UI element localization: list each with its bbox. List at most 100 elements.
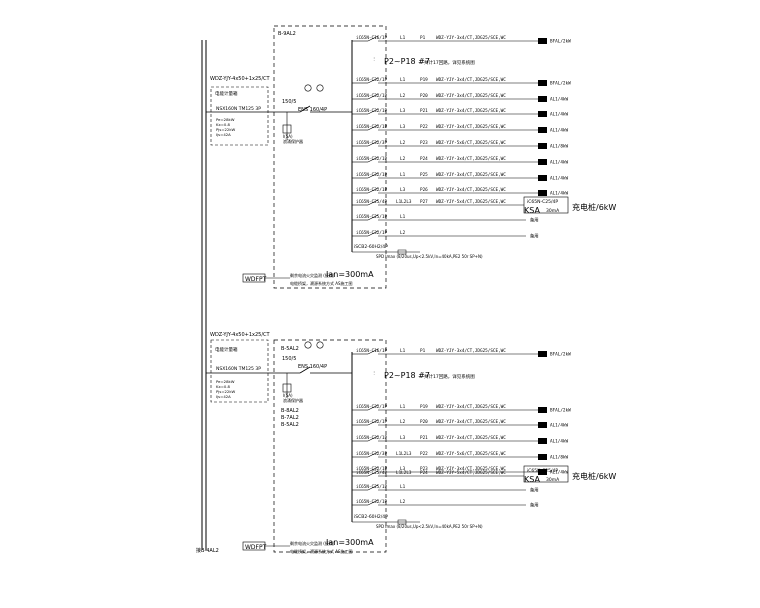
feeder-phase: L3 bbox=[400, 187, 406, 193]
load-block-icon bbox=[538, 422, 547, 428]
feeder-load: BFAL/2kW bbox=[550, 352, 571, 358]
feeder-cable: WDZ-YJY-3x4/CT,JDG25/SCE,WC bbox=[436, 108, 506, 114]
breaker-blade bbox=[367, 172, 379, 179]
feeder-cable: WDZ-YJY-3x4/CT,JDG25/SCE,WC bbox=[436, 187, 506, 193]
panel-2-fire-text2: 电缆桥架，溯源系统方式 AS施工图 bbox=[290, 548, 353, 554]
panel-2-enclosure bbox=[273, 339, 387, 553]
breaker-blade bbox=[367, 77, 379, 84]
breaker-blade bbox=[367, 230, 379, 237]
feeder-phase: L1L2L3 bbox=[396, 470, 412, 476]
panel-2-ct-short: I(5A) bbox=[283, 393, 293, 398]
feeder-circuit: P19 bbox=[420, 404, 428, 410]
panel-2-ksa-breaker: iC65N-C25/4P bbox=[527, 468, 558, 474]
feeder-load: AL1/4kW bbox=[550, 176, 569, 182]
feeder-cable: WDZ-YJY-3x4/CT,JDG25/SCE,WC bbox=[436, 466, 506, 472]
panel-2-spec-0: Pe=28kW bbox=[216, 379, 235, 384]
panel-1-main-switch: ENS 160/4P bbox=[298, 107, 327, 113]
feeder-circuit: P1 bbox=[420, 348, 426, 354]
feeder-circuit: P26 bbox=[420, 187, 428, 193]
feeder-circuit: P25 bbox=[420, 172, 428, 178]
feeder-breaker: iC65N-C32/1P bbox=[356, 187, 387, 193]
panel-2-spd-breaker: iSCB2-60H2/4P bbox=[354, 514, 388, 520]
feeder-load: 备用 bbox=[530, 217, 539, 224]
breaker-blade bbox=[367, 199, 379, 206]
breaker-blade bbox=[367, 470, 379, 477]
panel-1-meter-box bbox=[210, 86, 269, 146]
feeder-circuit: P22 bbox=[420, 451, 428, 457]
panel-1-box-label: B-9AL2 bbox=[278, 31, 296, 37]
feeder-phase: L3 bbox=[400, 466, 406, 472]
panel-1-incoming-breaker: NSX160N TM125 3P bbox=[216, 106, 261, 112]
load-block-icon bbox=[538, 80, 547, 86]
feeder-circuit: P20 bbox=[420, 419, 428, 425]
feeder-phase: L2 bbox=[400, 140, 406, 146]
feeder-load: BFAL/2kW bbox=[550, 39, 571, 45]
feeder-circuit: P23 bbox=[420, 140, 428, 146]
panel-1-fire-text2: 电缆桥架，溯源系统方式 AS施工图 bbox=[290, 280, 353, 286]
panel-1-spec-1: Kx=0.8 bbox=[216, 122, 231, 127]
panel-1-ksa-rcd: 30mA bbox=[546, 208, 560, 214]
panel-2-cable-in: WDZ-YJY-4x50+1x25/CT bbox=[210, 332, 271, 338]
panel-1-meter-box-label: 电能计量箱 bbox=[215, 90, 238, 97]
load-block-icon bbox=[538, 96, 547, 102]
panel-2-ct-ratio: 150/5 bbox=[282, 356, 296, 362]
panel-2-ksa-rcd: 30mA bbox=[546, 477, 560, 483]
breaker-blade bbox=[367, 466, 379, 473]
feeder-cable: WDZ-YJY-3x4/CT,JDG25/SCE,WC bbox=[436, 156, 506, 162]
feeder-phase: L2 bbox=[400, 93, 406, 99]
panel-2-spec-3: Ijs=42A bbox=[216, 394, 231, 399]
load-block-icon bbox=[538, 38, 547, 44]
feeder-phase: L1 bbox=[400, 77, 406, 83]
feeder-breaker: iC65N-C32/1P bbox=[356, 77, 387, 83]
feeder-cable: WDZ-YJY-5x4/CT,JDG25/SCE,WC bbox=[436, 199, 506, 205]
breaker-blade bbox=[367, 124, 379, 131]
panel-2-ammeter-icon bbox=[304, 341, 312, 349]
feeder-load: BFAL/2kW bbox=[550, 408, 571, 414]
feeder-phase: L1 bbox=[400, 404, 406, 410]
panel-1-ksa-breaker: iC65N-C25/4P bbox=[527, 199, 558, 205]
breaker-blade bbox=[367, 435, 379, 442]
feeder-cable: WDZ-YJY-5x6/CT,JDG25/SCE,WC bbox=[436, 140, 506, 146]
breaker-blade bbox=[367, 108, 379, 115]
feeder-circuit: P19 bbox=[420, 77, 428, 83]
feeder-cable: WDZ-YJY-3x4/CT,JDG25/SCE,WC bbox=[436, 419, 506, 425]
panel-2-ksa-label: KSA bbox=[524, 475, 540, 484]
load-block-icon bbox=[538, 159, 547, 165]
load-block-icon bbox=[538, 111, 547, 117]
feeder-load: AL1/4kW bbox=[550, 439, 569, 445]
load-block-icon bbox=[538, 190, 547, 196]
feeder-phase: L1L2L3 bbox=[396, 451, 412, 457]
panel-1-fire-ian: Ian=300mA bbox=[326, 270, 374, 279]
feeder-cable: WDZ-YJY-3x4/CT,JDG25/SCE,WC bbox=[436, 124, 506, 130]
feeder-breaker: iC65N-C32/1P bbox=[356, 499, 387, 505]
feeder-phase: L2 bbox=[400, 230, 406, 236]
panel-1-skip-desc: 共计17回路，详见系统图 bbox=[424, 59, 475, 66]
panel-2-voltmeter-icon bbox=[316, 341, 324, 349]
feeder-breaker: iC65N-C32/1P bbox=[356, 172, 387, 178]
feeder-row: iC65N-C32/1P L3 P26 WDZ-YJY-3x4/CT,JDG25/SC… bbox=[352, 187, 569, 197]
feeder-breaker: iC65N-C32/3P bbox=[356, 140, 387, 146]
panel-1-spd-text: SPD Imax (8/20us,Up<2.5kV,In=40kA,PE2 50… bbox=[376, 254, 483, 259]
panel-1-spec-2: Pjs=22kW bbox=[216, 127, 236, 132]
feeder-breaker: iC65N-C32/3P bbox=[356, 451, 387, 457]
feeder-phase: L1 bbox=[400, 172, 406, 178]
load-block-icon bbox=[538, 143, 547, 149]
feeder-circuit: P23 bbox=[420, 466, 428, 472]
feeder-circuit: P24 bbox=[420, 470, 428, 476]
feeder-breaker: iC65N-C25/1P bbox=[356, 214, 387, 220]
feeder-load: AL1/4kW bbox=[550, 112, 569, 118]
breaker-blade bbox=[367, 484, 379, 491]
feeder-cable: WDZ-YJY-3x4/CT,JDG25/SCE,WC bbox=[436, 93, 506, 99]
feeder-load: AL1/4kW bbox=[550, 128, 569, 134]
feeder-phase: L2 bbox=[400, 419, 406, 425]
load-block-icon bbox=[538, 407, 547, 413]
